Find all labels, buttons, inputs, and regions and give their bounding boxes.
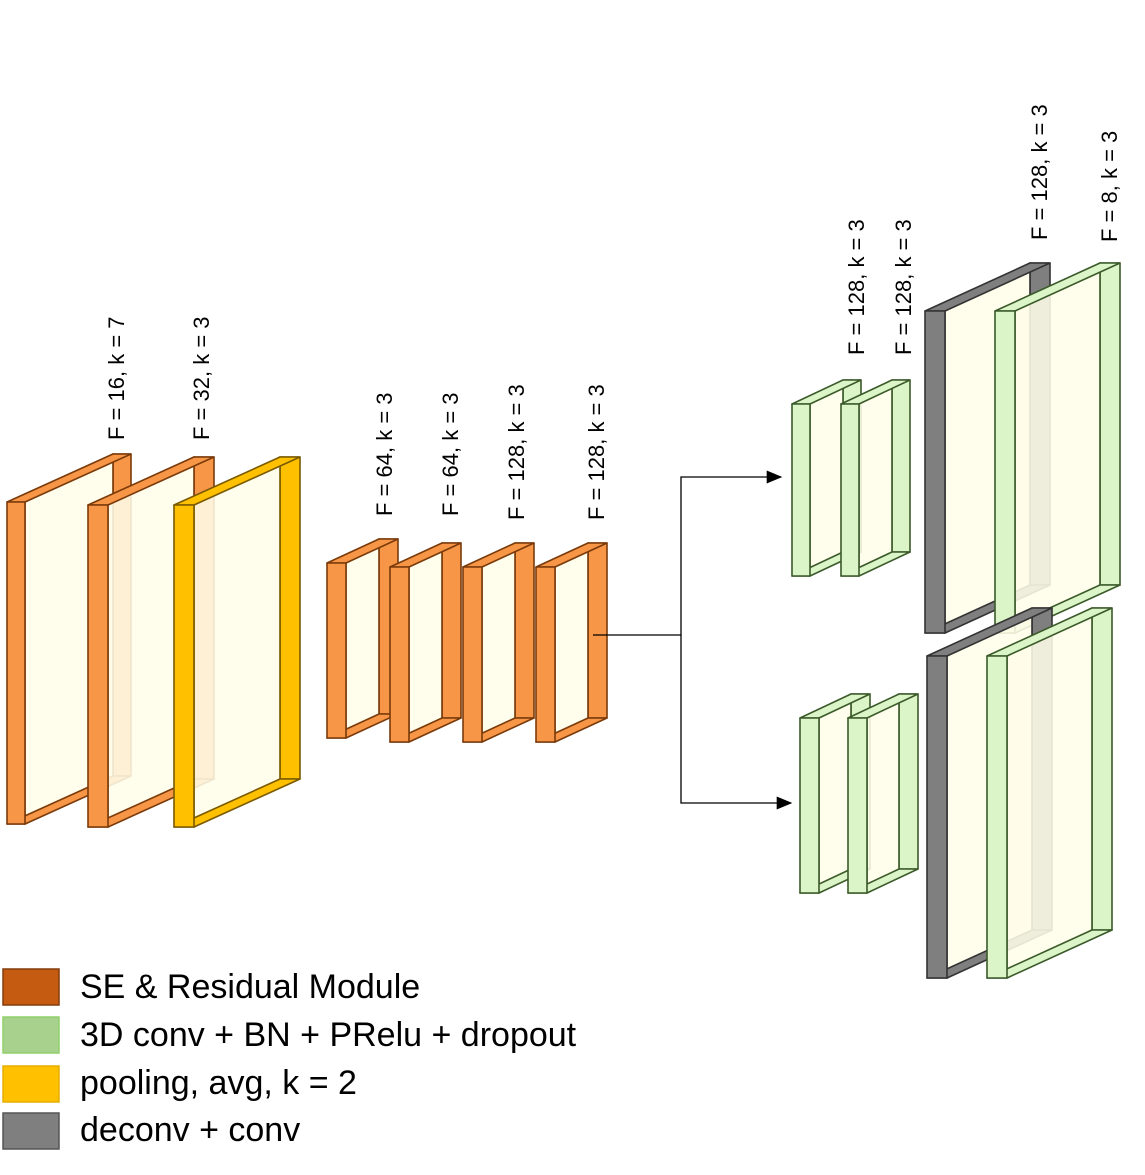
block-top-2-front-edge: [840, 403, 860, 577]
block-enc-1-front-edge: [6, 501, 26, 825]
label-enc-4: F = 64, k = 3: [372, 392, 397, 516]
block-enc-3-face: [193, 456, 281, 828]
split-connector-lower: [680, 635, 793, 810]
label-enc-6: F = 128, k = 3: [504, 384, 529, 520]
block-bot-1-face: [818, 693, 852, 894]
block-bot-1-front-edge: [799, 717, 820, 894]
block-bot-2-front-edge: [847, 717, 868, 894]
legend-swatch-pooling: [2, 1065, 60, 1103]
block-top-4-front-edge: [994, 310, 1016, 634]
block-top-3-front-edge: [924, 310, 946, 634]
legend-swatch-deconv: [2, 1112, 60, 1150]
label-enc-2: F = 32, k = 3: [189, 316, 214, 440]
block-enc-3-back-edge: [279, 456, 301, 780]
block-top-2-back-edge: [891, 379, 911, 553]
label-enc-5: F = 64, k = 3: [438, 392, 463, 516]
label-top-4: F = 8, k = 3: [1097, 131, 1122, 242]
block-bot-2-face: [866, 693, 900, 894]
block-enc-4-face: [345, 538, 380, 739]
block-top-1-front-edge: [791, 403, 811, 577]
label-enc-1: F = 16, k = 7: [104, 316, 129, 440]
block-top-4: [994, 262, 1121, 634]
split-connector: [593, 470, 783, 636]
legend-label-se: SE & Residual Module: [80, 968, 420, 1006]
label-top-1: F = 128, k = 3: [844, 219, 869, 355]
block-enc-3-front-edge: [173, 504, 195, 828]
label-enc-7: F = 128, k = 3: [584, 384, 609, 520]
block-top-4-face: [1014, 262, 1101, 634]
legend-label-deconv: deconv + conv: [80, 1111, 300, 1149]
block-enc-7-face: [554, 542, 589, 743]
block-enc-4: [326, 538, 399, 739]
block-bot-4-front-edge: [986, 655, 1008, 979]
block-bot-2-back-edge: [898, 693, 919, 870]
block-enc-3: [173, 456, 301, 828]
block-bot-4: [986, 607, 1113, 979]
block-bot-4-back-edge: [1091, 607, 1113, 931]
block-bot-2: [847, 693, 919, 894]
block-enc-5-face: [408, 542, 443, 743]
legend-label-conv: 3D conv + BN + PRelu + dropout: [80, 1016, 577, 1054]
label-top-3: F = 128, k = 3: [1027, 104, 1052, 240]
block-enc-5-back-edge: [441, 542, 462, 719]
block-top-2-face: [858, 379, 893, 577]
block-enc-7: [535, 542, 608, 743]
block-enc-6: [462, 542, 535, 743]
block-enc-6-face: [481, 542, 516, 743]
block-bot-3-front-edge: [926, 655, 948, 979]
block-top-1-face: [809, 379, 844, 577]
block-enc-4-front-edge: [326, 562, 347, 739]
block-enc-7-back-edge: [587, 542, 608, 719]
legend-swatch-se: [2, 968, 60, 1006]
block-enc-6-back-edge: [514, 542, 535, 719]
block-bot-4-face: [1006, 607, 1093, 979]
block-top-2: [840, 379, 911, 577]
legend-swatch-conv: [2, 1016, 60, 1054]
block-enc-7-front-edge: [535, 566, 556, 743]
connectors: [593, 470, 793, 810]
layer-labels: F = 16, k = 7 F = 32, k = 3 F = 64, k = …: [104, 104, 1122, 520]
label-top-2: F = 128, k = 3: [891, 219, 916, 355]
block-top-4-back-edge: [1099, 262, 1121, 586]
block-enc-2-front-edge: [87, 504, 109, 828]
block-enc-5-front-edge: [389, 566, 410, 743]
block-enc-6-front-edge: [462, 566, 483, 743]
legend-label-pooling: pooling, avg, k = 2: [80, 1064, 357, 1102]
layer-blocks: [6, 262, 1121, 979]
block-enc-5: [389, 542, 462, 743]
legend: SE & Residual Module 3D conv + BN + PRel…: [2, 968, 577, 1150]
